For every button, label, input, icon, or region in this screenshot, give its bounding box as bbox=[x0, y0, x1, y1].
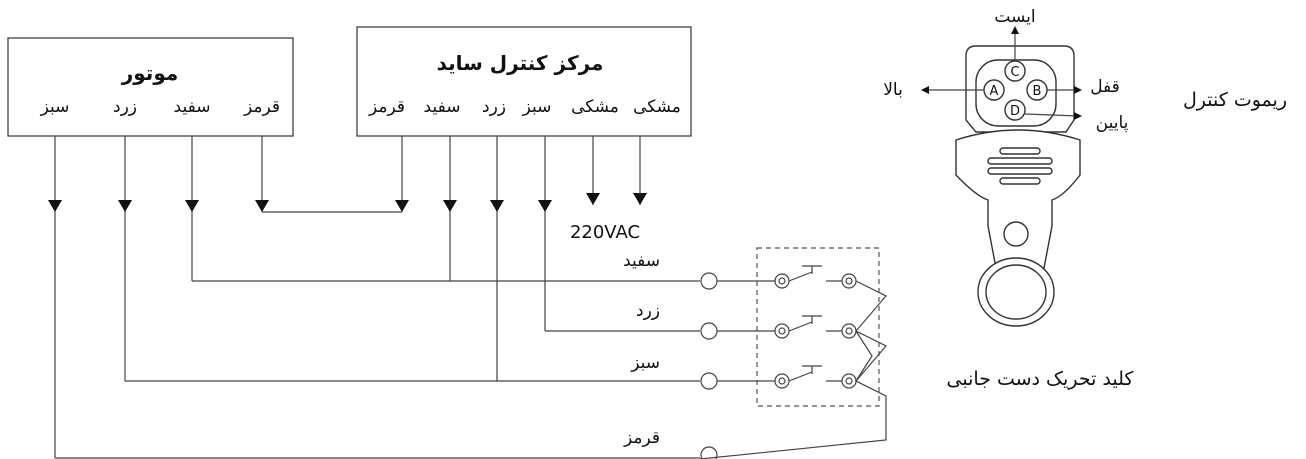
speaker-slot-1 bbox=[999, 147, 1041, 155]
controller-terminal-green: سبز bbox=[522, 97, 552, 117]
controller-terminal-red: قرمز bbox=[368, 97, 405, 117]
arrow-motor-white bbox=[185, 200, 199, 212]
switch-enclosure bbox=[756, 247, 880, 407]
switch-label-white: سفید bbox=[623, 251, 660, 271]
contact-1b-core bbox=[845, 277, 853, 285]
arrow-ctrl-black-1 bbox=[586, 193, 600, 205]
terminal-white-in bbox=[700, 272, 718, 290]
remote-button-c-label: C bbox=[1010, 65, 1019, 80]
terminal-red-in bbox=[700, 446, 718, 459]
motor-title: موتور bbox=[121, 61, 178, 85]
remote-button-a-label: A bbox=[990, 84, 999, 99]
contact-2b-core bbox=[845, 327, 853, 335]
switch-blade-1 bbox=[788, 265, 842, 282]
switch-caption: کلید تحریک دست جانبی bbox=[947, 368, 1135, 390]
motor-terminal-yellow: زرد bbox=[113, 97, 137, 117]
controller-terminal-black-2: مشکی bbox=[633, 97, 681, 117]
arrow-ctrl-yellow bbox=[490, 200, 504, 212]
speaker-slot-4 bbox=[999, 177, 1041, 185]
controller-title: مرکز کنترل ساید bbox=[437, 51, 604, 75]
contact-1a-core bbox=[778, 277, 786, 285]
contact-3a-core bbox=[778, 377, 786, 385]
motor-terminal-green: سبز bbox=[40, 97, 70, 117]
remote-label-lock: قفل bbox=[1090, 77, 1120, 97]
speaker-slot-3 bbox=[987, 167, 1053, 175]
controller-box bbox=[356, 26, 692, 137]
switch-label-red: قرمز bbox=[623, 428, 660, 448]
arrow-motor-green bbox=[48, 200, 62, 212]
arrow-down-head bbox=[1074, 112, 1082, 120]
speaker-slot-2 bbox=[987, 157, 1053, 165]
arrow-motor-red bbox=[255, 200, 269, 212]
arrow-stop-head bbox=[1011, 26, 1019, 34]
arrow-ctrl-white bbox=[443, 200, 457, 212]
switch-label-yellow: زرد bbox=[636, 301, 660, 321]
controller-terminal-yellow: زرد bbox=[482, 97, 506, 117]
remote-keyring-hole bbox=[1003, 221, 1029, 247]
remote-label-up: بالا bbox=[883, 80, 903, 100]
remote-button-d-label: D bbox=[1010, 104, 1020, 119]
arrow-ctrl-green bbox=[538, 200, 552, 212]
arrow-ctrl-black-2 bbox=[633, 193, 647, 205]
arrow-lock-head bbox=[1074, 86, 1082, 94]
key-ring-inner bbox=[985, 264, 1047, 320]
motor-box bbox=[7, 37, 294, 137]
arrow-ctrl-red bbox=[395, 200, 409, 212]
button-pad bbox=[975, 59, 1057, 127]
switch-blade-2 bbox=[788, 315, 842, 332]
switch-label-green: سبز bbox=[630, 353, 660, 373]
remote-button-b-label: B bbox=[1033, 84, 1042, 99]
contact-3b-core bbox=[845, 377, 853, 385]
controller-terminal-white: سفید bbox=[424, 97, 461, 117]
remote-label-stop: ایست bbox=[994, 7, 1035, 27]
motor-terminal-red: قرمز bbox=[243, 97, 280, 117]
arrow-up-head bbox=[921, 86, 929, 94]
motor-terminal-white: سفید bbox=[174, 97, 211, 117]
remote-title: ریموت کنترل bbox=[1183, 89, 1287, 111]
contact-2a-core bbox=[778, 327, 786, 335]
controller-terminal-black-1: مشکی bbox=[571, 97, 619, 117]
arrow-down-line bbox=[1024, 113, 1079, 117]
switch-blade-3 bbox=[788, 365, 842, 382]
switch-bridge-wire bbox=[855, 330, 873, 382]
arrow-motor-yellow bbox=[118, 200, 132, 212]
terminal-green-in bbox=[700, 372, 718, 390]
switch-common-wire bbox=[699, 280, 887, 459]
remote-control bbox=[955, 45, 1081, 327]
remote-label-down: پایین bbox=[1096, 113, 1129, 133]
power-label: 220VAC bbox=[570, 222, 640, 243]
terminal-yellow-in bbox=[700, 322, 718, 340]
remote-button-d[interactable] bbox=[1004, 99, 1026, 121]
